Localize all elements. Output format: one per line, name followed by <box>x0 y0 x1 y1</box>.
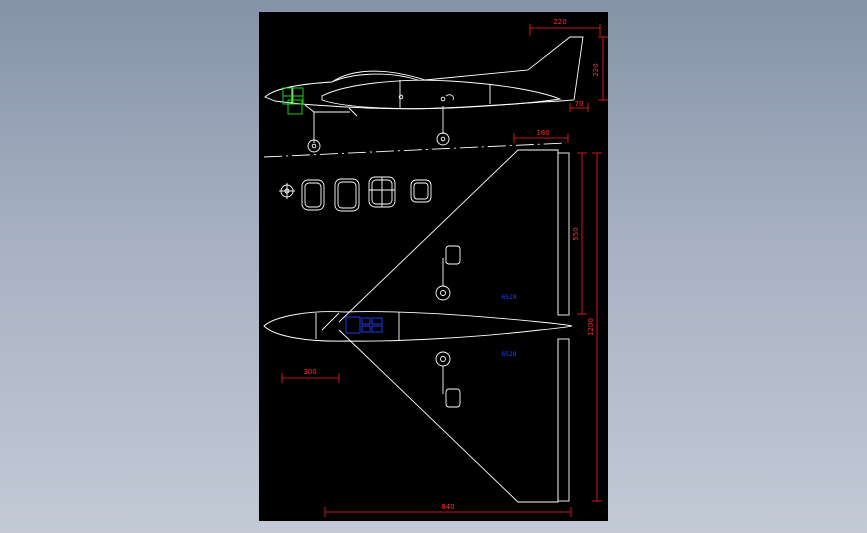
dimension-lines <box>281 24 608 517</box>
engine-highlight <box>282 87 304 115</box>
fuselage-formers <box>279 176 432 212</box>
dim-span: 840 <box>441 503 454 511</box>
dim-fin-height: 220 <box>592 63 600 76</box>
dim-nose-length: 300 <box>303 368 316 376</box>
dim-elevon-length: 550 <box>572 227 580 240</box>
dimension-labels: 220 220 70 180 550 1200 300 840 6518 652… <box>303 18 600 511</box>
dim-overall-length: 1200 <box>587 318 595 336</box>
label-lower-blue: 6528 <box>501 351 516 358</box>
dim-fin-top-width: 220 <box>553 18 566 26</box>
label-upper-blue: 6518 <box>501 294 516 301</box>
radio-compartment <box>345 316 383 334</box>
top-view-wing <box>263 149 573 503</box>
side-view-fuselage <box>263 36 584 158</box>
dim-fin-base: 70 <box>575 100 584 108</box>
dim-elevon-width: 180 <box>536 129 549 137</box>
drawing-sheet <box>259 12 608 521</box>
